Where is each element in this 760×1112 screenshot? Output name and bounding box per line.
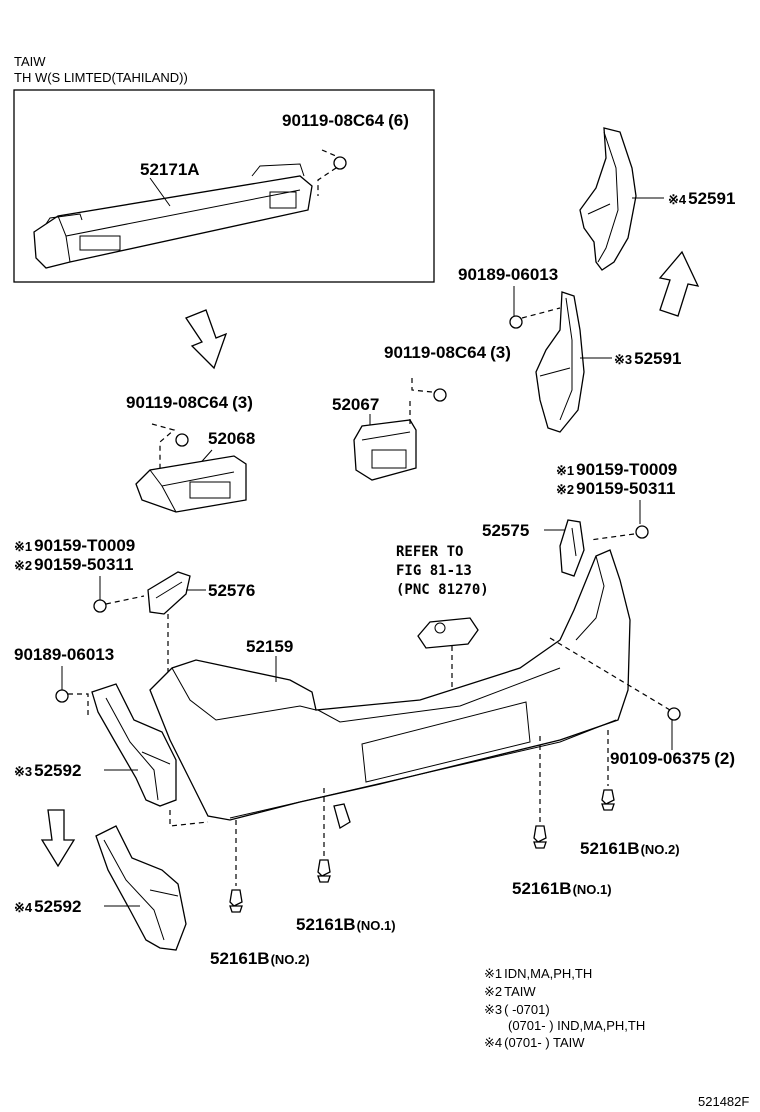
pin-52161B-right-no2 — [601, 730, 615, 811]
label-90119-left: 90119-08C64(3) — [126, 393, 253, 412]
label-52161B-left-no2: 52161B(NO.2) — [210, 949, 310, 968]
bolt-90119-top — [317, 149, 347, 196]
bumper-cover-52159 — [149, 549, 631, 829]
bolt-90109 — [667, 707, 681, 721]
label-52159: 52159 — [246, 637, 293, 656]
retainer-52575 — [559, 519, 585, 577]
clip-90189-left — [55, 689, 69, 703]
bracket-52067 — [353, 419, 417, 481]
label-90189-left: 90189-06013 — [14, 645, 114, 664]
refer-line1: REFER TO — [396, 544, 463, 560]
label-52576: 52576 — [208, 581, 255, 600]
dash-90189-left — [68, 693, 89, 716]
label-90189-right: 90189-06013 — [458, 265, 558, 284]
direction-arrow-1 — [185, 309, 228, 370]
direction-arrow-2 — [658, 250, 700, 317]
dash-clip-right — [589, 533, 635, 541]
leader-52171A — [149, 177, 171, 207]
note-4: (0701- ) IND,MA,PH,TH — [508, 1018, 645, 1033]
label-52161B-mid-no1: 52161B(NO.1) — [296, 915, 396, 934]
reinforcement-beam-52171A — [33, 163, 313, 269]
dash-clip-left — [105, 595, 145, 605]
figure-id: 521482F — [698, 1094, 749, 1109]
reinforcement-group-box — [13, 89, 435, 283]
refer-line3: (PNC 81270) — [396, 582, 489, 598]
header-line2: TH W(S LIMTED(TAHILAND)) — [14, 70, 188, 85]
clip-90189-right — [509, 315, 523, 329]
bolt-90119-left — [175, 433, 189, 447]
dash-90119-left — [151, 423, 176, 468]
clip-left-icon — [93, 599, 107, 613]
bracket-52592-lower — [95, 825, 187, 951]
header-line1: TAIW — [14, 54, 46, 69]
label-52171A: 52171A — [140, 160, 200, 179]
dash-90189-right — [521, 307, 561, 319]
bolt-90119-mid — [433, 388, 447, 402]
label-90119-mid: 90119-08C64(3) — [384, 343, 511, 362]
pin-52161B-left-no2 — [229, 820, 243, 913]
note-5: ※4(0701- ) TAIW — [484, 1035, 585, 1050]
note-3: ※3( -0701) — [484, 1002, 550, 1017]
bracket-52591-lower — [535, 291, 585, 433]
pin-52161B-right-no1 — [533, 736, 547, 849]
bracket-52592-upper — [91, 683, 177, 807]
bracket-52068 — [135, 455, 247, 513]
label-52161B-right-no2: 52161B(NO.2) — [580, 839, 680, 858]
bracket-52591-upper — [579, 127, 637, 271]
license-lamp — [417, 617, 479, 649]
retainer-52576 — [147, 571, 191, 615]
label-52161B-right-no1: 52161B(NO.1) — [512, 879, 612, 898]
dash-52592-upper — [169, 810, 209, 827]
clip-right-icon — [635, 525, 649, 539]
label-90109: 90109-06375(2) — [610, 749, 735, 768]
label-52067: 52067 — [332, 395, 379, 414]
label-52068: 52068 — [208, 429, 255, 448]
refer-line2: FIG 81-13 — [396, 563, 472, 579]
direction-arrow-3 — [40, 809, 76, 868]
label-90119-top: 90119-08C64(6) — [282, 111, 409, 130]
pin-52161B-mid-no1 — [317, 788, 331, 883]
label-52575: 52575 — [482, 521, 529, 540]
dash-90119-mid — [411, 378, 433, 393]
